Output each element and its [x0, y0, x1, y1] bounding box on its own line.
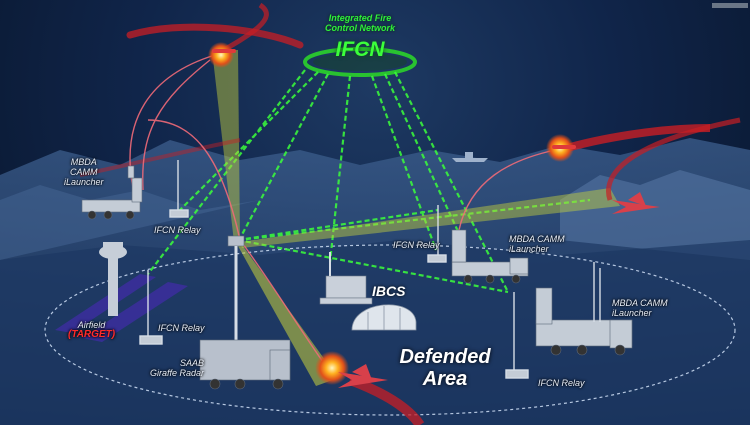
control-tower-icon	[99, 242, 127, 316]
fighter-jet-icon	[338, 192, 660, 388]
ifcn-ring-icon	[303, 47, 417, 77]
airfield-name: Airfield	[77, 320, 106, 330]
radar-label: SAAB Giraffe Radar	[150, 358, 204, 378]
defended-area-line2: Area	[422, 368, 468, 390]
launcher-right-label: MBDA CAMM iLauncher	[612, 298, 668, 318]
ifcn-acronym: IFCN	[335, 38, 385, 61]
airfield-runway	[55, 274, 188, 342]
ifcn-title-line1: Integrated Fire	[328, 13, 392, 23]
launcher-center-line1: MBDA CAMM	[509, 234, 565, 244]
dome-tent-icon	[351, 304, 417, 331]
launcher-center-label: MBDA CAMM iLauncher	[509, 234, 565, 254]
radar-truck-icon	[199, 235, 291, 390]
airfield-label: Airfield (TARGET)	[68, 320, 115, 340]
corner-bar	[712, 3, 748, 8]
cruise-missile-icon	[212, 49, 576, 149]
launcher-left-label: MBDA CAMM iLauncher	[64, 157, 104, 187]
interceptor-trails	[129, 54, 556, 373]
defended-area-label: Defended Area	[390, 346, 500, 390]
radar-beams	[212, 50, 620, 386]
launcher-center-line2: iLauncher	[509, 244, 549, 254]
ship-icon	[452, 152, 488, 162]
relay-left-label: IFCN Relay	[154, 225, 201, 235]
defended-area-boundary	[44, 244, 736, 416]
relay-bottom-right-label: IFCN Relay	[538, 378, 585, 388]
relay-airfield-label: IFCN Relay	[158, 323, 205, 333]
defended-area-line1: Defended	[399, 346, 491, 368]
ibcs-shelter-icon	[319, 252, 373, 305]
launcher-truck-icon	[81, 165, 633, 356]
relay-mast-icon	[139, 160, 601, 379]
radar-label-line1: SAAB	[180, 358, 205, 368]
ifcn-title-line2: Control Network	[324, 23, 395, 33]
ibcs-label: IBCS	[372, 283, 406, 299]
launcher-right-line1: MBDA CAMM	[612, 298, 668, 308]
relay-center-label: IFCN Relay	[393, 240, 440, 250]
launcher-right-line2: iLauncher	[612, 308, 652, 318]
radar-label-line2: Giraffe Radar	[150, 368, 205, 378]
launcher-left-line1: MBDA	[70, 157, 97, 167]
airfield-target-tag: (TARGET)	[68, 329, 116, 340]
ifcn-title: Integrated Fire Control Network	[290, 13, 430, 33]
launcher-left-line2: CAMM	[70, 167, 98, 177]
launcher-left-line3: iLauncher	[64, 177, 104, 187]
ifcn-network-links	[147, 69, 591, 294]
